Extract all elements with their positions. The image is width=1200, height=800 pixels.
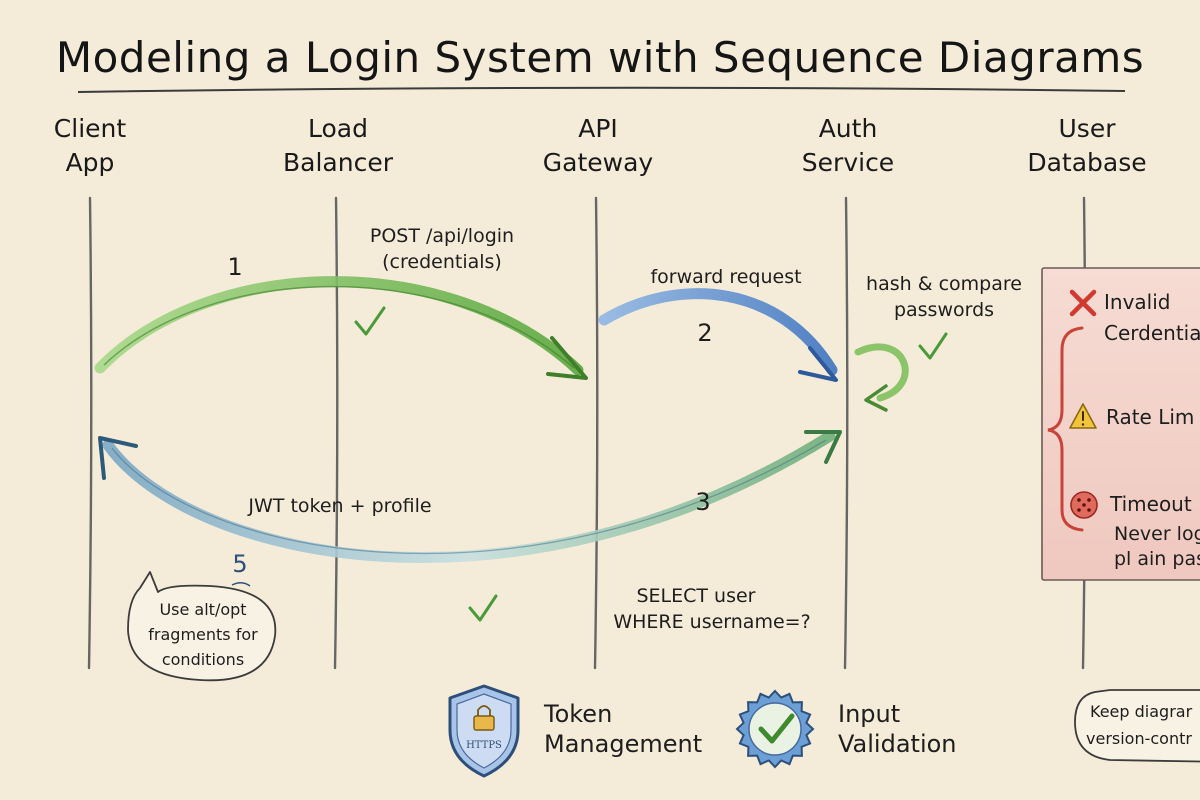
actor-load-balancer-line2: Balancer: [283, 148, 394, 177]
x-icon: [1069, 289, 1097, 317]
self-call-hash-compare: [854, 343, 909, 412]
lifeline-auth-service: [843, 196, 849, 670]
arrowhead-to-client: [98, 436, 138, 480]
actor-client-app-line1: Client: [54, 114, 127, 143]
speech-note-line1: Use alt/opt: [159, 600, 246, 619]
check-icon-return: [468, 594, 498, 622]
actor-api-gateway: API Gateway: [543, 114, 654, 177]
arrowhead-forward-request: [798, 346, 838, 382]
actor-client-app: Client App: [54, 114, 127, 177]
actor-auth-service: Auth Service: [802, 114, 894, 177]
actor-client-app-line2: App: [66, 148, 115, 177]
lifeline-api-gateway: [593, 196, 599, 670]
check-icon-auth-service: [918, 332, 948, 360]
error-warning-line1: Never log: [1114, 523, 1200, 545]
actor-user-database-line2: Database: [1027, 148, 1146, 177]
arrowhead-login-request: [546, 336, 588, 380]
actor-user-database: User Database: [1027, 114, 1146, 177]
message-label-select-line2: WHERE username=?: [613, 611, 810, 633]
actor-load-balancer: Load Balancer: [283, 114, 394, 177]
message-label-post-line1: POST /api/login: [370, 225, 514, 247]
arrowhead-self-call: [864, 384, 888, 412]
message-label-jwt: JWT token + profile: [247, 495, 431, 517]
message-number-3: 3: [695, 488, 710, 516]
shield-icon: [448, 684, 520, 778]
lock-icon: [473, 715, 495, 731]
actor-auth-service-line2: Service: [802, 148, 894, 177]
actor-api-gateway-line1: API: [578, 114, 618, 143]
message-number-2: 2: [697, 319, 712, 347]
lifeline-load-balancer: [333, 196, 339, 670]
self-call-label-line1: hash & compare: [866, 273, 1022, 295]
verified-badge-icon: [735, 689, 815, 769]
message-arrow-return: [98, 430, 842, 563]
error-timeout: Timeout: [1109, 492, 1192, 516]
number-5-underline: [231, 582, 251, 587]
error-panel-brace: [1047, 326, 1084, 532]
legend-token-line1: Token: [543, 700, 612, 728]
error-warning-line2: pl ain pas: [1114, 548, 1200, 570]
arrowhead-to-auth: [804, 430, 842, 464]
tip-line1: Keep diagrar: [1090, 702, 1193, 721]
message-label-select-line1: SELECT user: [636, 585, 755, 607]
error-invalid-line2: Cerdentia: [1104, 321, 1200, 345]
legend-token-line2: Management: [544, 730, 702, 758]
timeout-icon: [1070, 491, 1098, 519]
speech-note-line2: fragments for: [148, 625, 258, 644]
actor-auth-service-line1: Auth: [819, 114, 878, 143]
actor-load-balancer-line1: Load: [308, 114, 368, 143]
diagram-title: Modeling a Login System with Sequence Di…: [56, 33, 1144, 82]
tip-line2: version-contr: [1086, 729, 1192, 748]
message-arrow-forward-request: [598, 288, 838, 382]
message-arrow-login-request: [94, 276, 588, 380]
warning-icon-dot: [1081, 423, 1085, 426]
actor-api-gateway-line2: Gateway: [543, 148, 654, 177]
check-icon-badge: [758, 713, 795, 744]
error-rate-limit: Rate Lim: [1106, 405, 1194, 429]
speech-note: [127, 571, 277, 682]
message-number-5: 5: [232, 550, 247, 578]
legend-input-line1: Input: [838, 700, 900, 728]
check-icon-load-balancer: [354, 306, 386, 336]
shield-badge-text: HTTPS: [466, 740, 502, 751]
error-invalid-line1: Invalid: [1104, 290, 1170, 314]
actor-user-database-line1: User: [1059, 114, 1117, 143]
speech-note-line3: conditions: [162, 650, 244, 669]
lifeline-client-app: [87, 196, 93, 670]
message-label-post-line2: (credentials): [382, 251, 502, 273]
title-underline: [77, 86, 1126, 93]
message-number-1: 1: [227, 253, 242, 281]
legend-input-line2: Validation: [838, 730, 957, 758]
message-label-forward: forward request: [650, 266, 801, 288]
tip-bubble: [1074, 689, 1200, 763]
self-call-label-line2: passwords: [894, 299, 994, 321]
